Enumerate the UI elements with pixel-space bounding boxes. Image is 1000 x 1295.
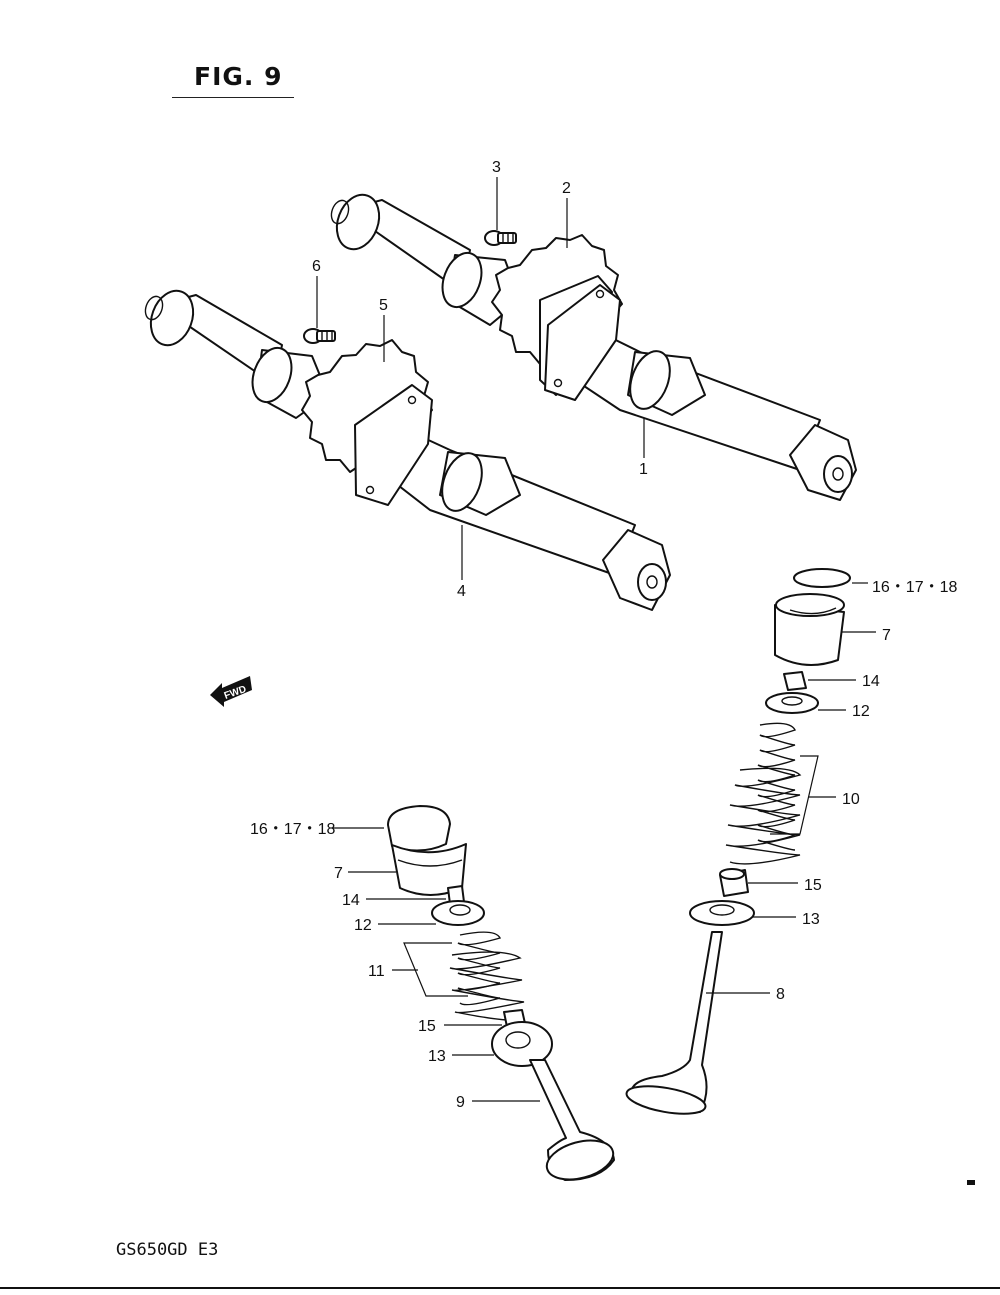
shim-left (387, 805, 451, 852)
callout-10: 10 (842, 791, 860, 808)
cam-sprocket-upper (491, 234, 623, 401)
forward-arrow-badge: FWD (210, 676, 252, 707)
sprocket-bolt-lower (303, 328, 336, 344)
spring-retainer-left (431, 900, 485, 926)
callout-7-right: 7 (882, 627, 891, 644)
callout-16-17-18-right: 16・17・18 (872, 579, 957, 596)
valve-springs-left (449, 931, 525, 1021)
shim-right (793, 568, 851, 588)
callout-2: 2 (562, 180, 571, 197)
callout-8: 8 (776, 986, 785, 1003)
bottom-rule (0, 1287, 1000, 1289)
valve-seal-right (719, 868, 749, 897)
camshaft-lower (144, 289, 671, 611)
spring-seat-right (689, 900, 755, 926)
callout-14-left: 14 (342, 892, 360, 909)
valve-right (625, 931, 723, 1115)
callout-6: 6 (312, 258, 321, 275)
valve-left (529, 1059, 615, 1181)
callout-15-left: 15 (418, 1018, 436, 1035)
callout-9: 9 (456, 1094, 465, 1111)
corner-mark (967, 1180, 975, 1185)
callout-7-left: 7 (334, 865, 343, 882)
leader-lines (316, 177, 876, 1102)
tappet-right (774, 593, 845, 666)
callout-12-left: 12 (354, 917, 372, 934)
callout-12-right: 12 (852, 703, 870, 720)
callout-15-right: 15 (804, 877, 822, 894)
figure-title: FIG. 9 (194, 62, 283, 91)
callout-14-right: 14 (862, 673, 880, 690)
callout-4: 4 (457, 583, 466, 600)
callout-5: 5 (379, 297, 388, 314)
title-underline (172, 97, 294, 98)
cotter-right (783, 671, 807, 691)
callout-1: 1 (639, 461, 648, 478)
valve-springs-right (725, 722, 802, 865)
sprocket-bolt-upper (484, 230, 517, 246)
callout-13-left: 13 (428, 1048, 446, 1065)
model-code: GS650GD E3 (116, 1240, 219, 1260)
cam-sprocket-lower (301, 339, 433, 506)
spring-retainer-right (765, 692, 819, 714)
callout-13-right: 13 (802, 911, 820, 928)
callout-16-17-18-left: 16・17・18 (250, 821, 335, 838)
callout-11: 11 (368, 963, 385, 980)
callout-3: 3 (492, 159, 501, 176)
spring-seat-left (491, 1021, 553, 1067)
